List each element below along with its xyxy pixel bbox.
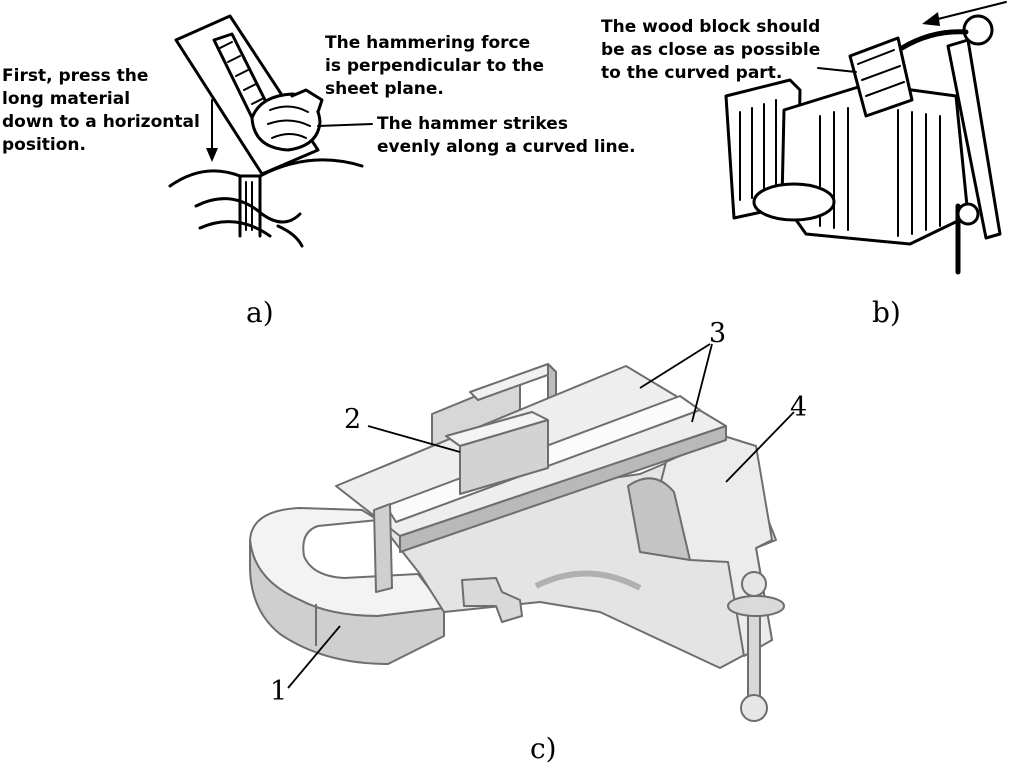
leader-2 — [367, 425, 461, 453]
hammer-knob — [962, 14, 994, 46]
handle-ball-bottom — [740, 694, 768, 722]
vice-jaw-cavity — [627, 477, 691, 561]
note-strikes-line-1: The hammer strikes — [377, 114, 568, 134]
clamp-screw — [461, 577, 523, 623]
note-press-material: First, press the long material down to a… — [2, 65, 200, 157]
note-force-line-3: sheet plane. — [325, 79, 444, 99]
callout-2: 2 — [344, 404, 362, 435]
motion-arrow-shaft — [933, 1, 1007, 21]
note-force-line-2: is perpendicular to the — [325, 56, 545, 76]
wood-block-hatching — [857, 49, 905, 97]
note-hammering-force: The hammering force is perpendicular to … — [325, 32, 544, 101]
stake-post — [238, 174, 262, 238]
note-press-line-2: long material — [2, 89, 131, 109]
vice-rear-hatching — [739, 99, 777, 201]
hammer-grip — [267, 105, 311, 139]
note-strikes-line-2: evenly along a curved line. — [377, 137, 636, 157]
hammer-cap — [290, 88, 324, 114]
note-block-line-2: be as close as possible — [601, 40, 821, 60]
note-press-line-4: position. — [2, 135, 86, 155]
bench-arc-left — [168, 169, 242, 188]
note-force-line-1: The hammering force — [325, 33, 531, 53]
support-post — [373, 503, 393, 593]
hammer-handle — [946, 38, 1002, 240]
caption-a: a) — [246, 296, 274, 329]
handle-cross-bar — [727, 595, 785, 617]
c-clamp-side — [249, 539, 445, 665]
panel-a-illustration — [168, 14, 373, 248]
leader-4 — [725, 411, 795, 483]
caption-c: c) — [530, 732, 557, 765]
swivel-plate — [534, 570, 642, 591]
note-hammer-strikes: The hammer strikes evenly along a curved… — [377, 113, 636, 159]
handle-ball-top — [741, 571, 767, 597]
base-lines — [198, 220, 304, 248]
panel-c-leaders — [287, 343, 795, 689]
note-press-line-3: down to a horizontal — [2, 112, 200, 132]
vice-swivel-base — [752, 182, 836, 222]
note-press-line-1: First, press the — [2, 66, 149, 86]
block-leader — [817, 67, 857, 73]
bench-arc-right — [258, 158, 364, 178]
press-arrow-head — [206, 148, 218, 162]
motion-arrow-head — [922, 12, 940, 26]
strike-leader — [317, 123, 373, 127]
note-block-line-1: The wood block should — [601, 17, 821, 37]
note-block-line-3: to the curved part. — [601, 63, 783, 83]
panel-c-illustration — [249, 363, 785, 722]
caption-b: b) — [872, 296, 901, 329]
leader-1 — [287, 625, 341, 689]
base-curve — [194, 197, 302, 224]
wood-block-front — [459, 419, 549, 495]
hammer-neck — [899, 29, 969, 51]
vice-screw-knob — [956, 202, 980, 226]
callout-4: 4 — [790, 392, 808, 423]
leader-3a — [639, 343, 711, 389]
leader-3b — [691, 343, 713, 423]
callout-1: 1 — [270, 676, 288, 707]
note-wood-block: The wood block should be as close as pos… — [601, 16, 820, 85]
long-bar-front — [399, 425, 727, 553]
panel-b-illustration — [724, 1, 1007, 275]
callout-3: 3 — [709, 318, 727, 349]
